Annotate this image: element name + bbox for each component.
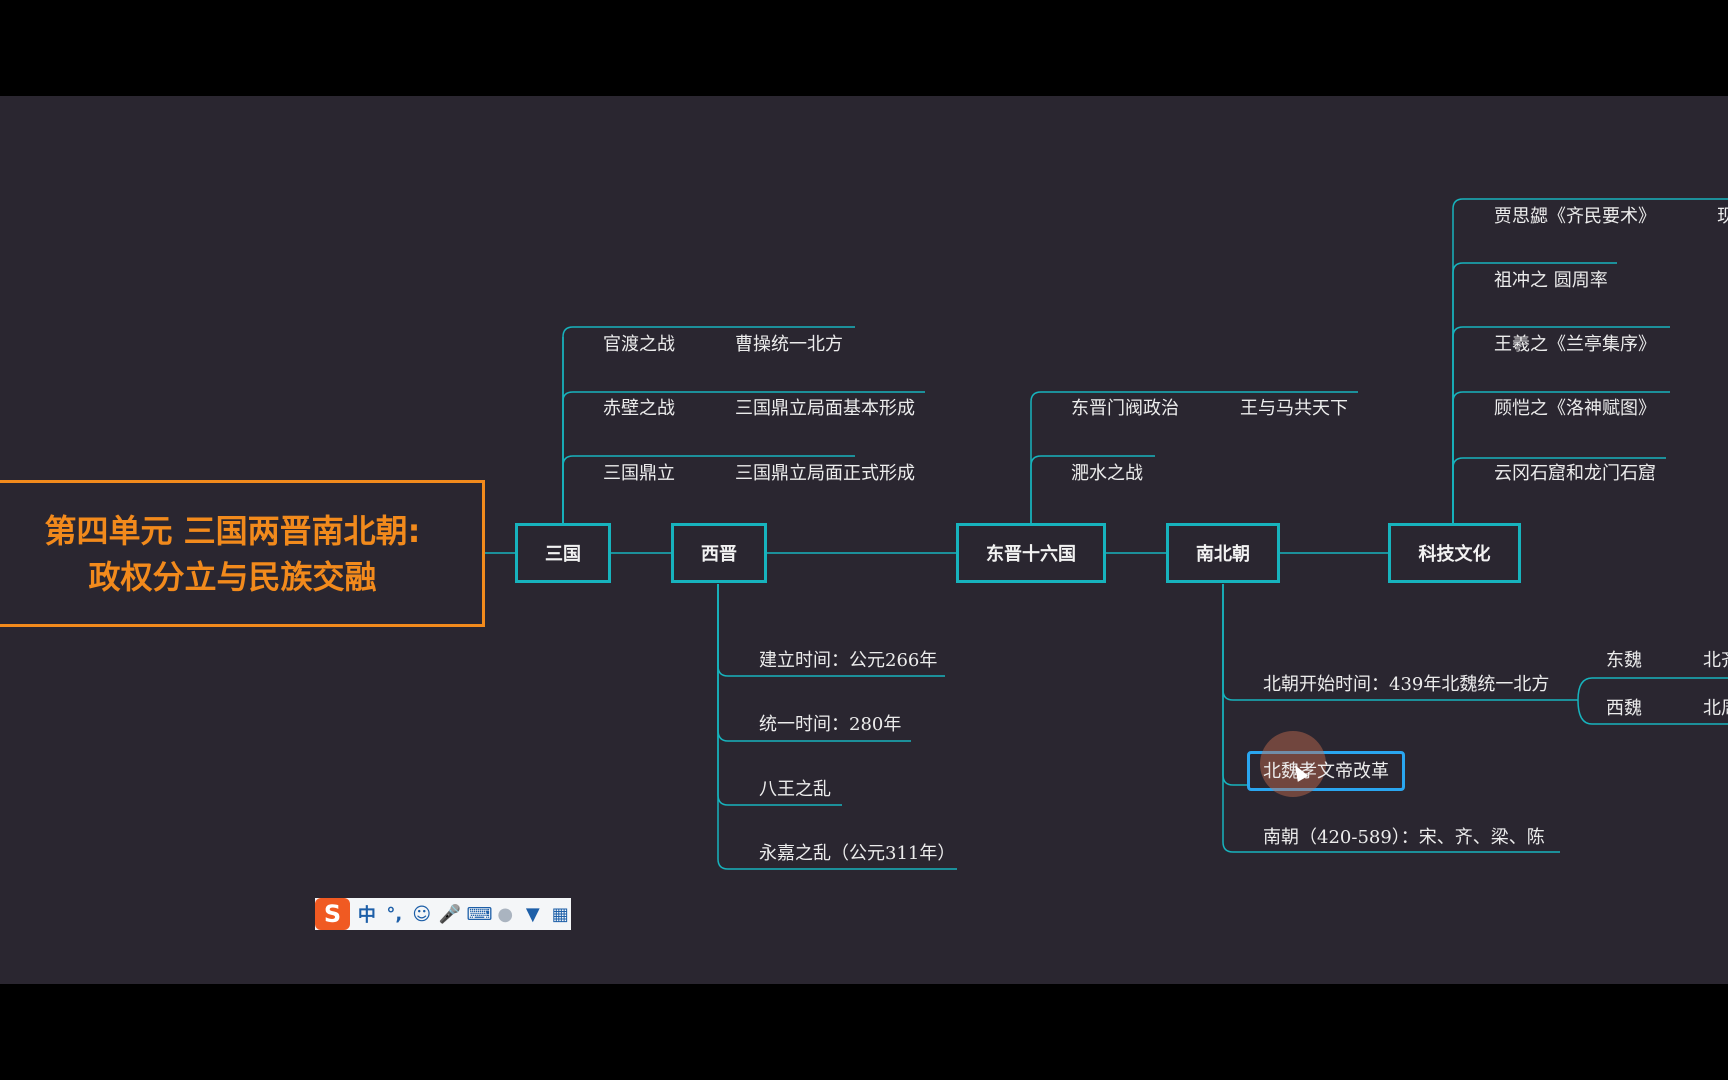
skin-shirt-icon[interactable]: ▼ xyxy=(525,903,540,925)
leaf-chibi-result[interactable]: 三国鼎立局面基本形成 xyxy=(735,398,915,419)
leaf-zuchongzhi[interactable]: 祖冲之 圆周率 xyxy=(1494,270,1608,291)
leaf-qiminyaoshu[interactable]: 贾思勰《齐民要术》 xyxy=(1494,206,1656,227)
microphone-icon[interactable]: 🎤 xyxy=(438,903,461,925)
node-dongjin[interactable]: 东晋十六国 xyxy=(956,523,1106,583)
leaf-keji-extra[interactable]: 现 xyxy=(1717,206,1728,227)
punctuation-toggle[interactable]: °, xyxy=(386,903,403,925)
mindmap-canvas[interactable]: 第四单元 三国两晋南北朝: 政权分立与民族交融 三国 西晋 东晋十六国 南北朝 … xyxy=(0,96,1728,984)
leaf-west-wei[interactable]: 西魏 xyxy=(1606,698,1642,719)
leaf-north-start[interactable]: 北朝开始时间：439年北魏统一北方 xyxy=(1263,674,1550,695)
leaf-dingli[interactable]: 三国鼎立 xyxy=(603,463,675,484)
leaf-gukaizhi[interactable]: 顾恺之《洛神赋图》 xyxy=(1494,398,1656,419)
leaf-xijin-founded[interactable]: 建立时间：公元266年 xyxy=(759,650,938,671)
leaf-east-wei[interactable]: 东魏 xyxy=(1606,650,1642,671)
node-nanbeichao[interactable]: 南北朝 xyxy=(1166,523,1280,583)
node-keji[interactable]: 科技文化 xyxy=(1388,523,1521,583)
leaf-wangxizhi[interactable]: 王羲之《兰亭集序》 xyxy=(1494,334,1656,355)
node-xijin[interactable]: 西晋 xyxy=(671,523,767,583)
leaf-reform[interactable]: 北魏孝文帝改革 xyxy=(1263,761,1389,782)
cursor-highlight xyxy=(1260,731,1326,797)
leaf-menfa[interactable]: 东晋门阀政治 xyxy=(1071,398,1179,419)
leaf-xijin-unified[interactable]: 统一时间：280年 xyxy=(759,714,902,735)
leaf-grottoes[interactable]: 云冈石窟和龙门石窟 xyxy=(1494,463,1656,484)
toolbox-grid-icon[interactable]: ▦ xyxy=(551,903,569,925)
ime-mode-toggle[interactable]: 中 xyxy=(357,905,376,926)
selected-topic-reform[interactable] xyxy=(1247,751,1405,791)
leaf-chibi[interactable]: 赤壁之战 xyxy=(603,398,675,419)
sogou-logo-icon[interactable]: S xyxy=(315,898,351,930)
leaf-north-zhou[interactable]: 北周 xyxy=(1703,698,1728,719)
user-icon[interactable]: ● xyxy=(497,903,514,925)
leaf-guandu-result[interactable]: 曹操统一北方 xyxy=(735,334,843,355)
leaf-menfa-result[interactable]: 王与马共天下 xyxy=(1240,398,1348,419)
leaf-north-qi[interactable]: 北齐 xyxy=(1703,650,1728,671)
ime-toolbar[interactable]: S 中 °, ☺ 🎤 ⌨ ● ▼ ▦ xyxy=(315,898,571,930)
leaf-guandu[interactable]: 官渡之战 xyxy=(603,334,675,355)
leaf-dingli-result[interactable]: 三国鼎立局面正式形成 xyxy=(735,463,915,484)
leaf-south[interactable]: 南朝（420-589）：宋、齐、梁、陈 xyxy=(1263,827,1545,848)
leaf-bawang[interactable]: 八王之乱 xyxy=(759,779,831,800)
node-sanguo[interactable]: 三国 xyxy=(515,523,611,583)
root-title-line1: 第四单元 三国两晋南北朝: xyxy=(44,511,421,550)
root-title-line2: 政权分立与民族交融 xyxy=(88,557,377,596)
emoji-icon[interactable]: ☺ xyxy=(412,903,432,925)
leaf-yongjia[interactable]: 永嘉之乱（公元311年） xyxy=(759,843,956,864)
connector-lines xyxy=(485,198,1728,870)
root-topic[interactable]: 第四单元 三国两晋南北朝: 政权分立与民族交融 xyxy=(0,480,485,627)
leaf-feishui[interactable]: 淝水之战 xyxy=(1071,463,1143,484)
keyboard-icon[interactable]: ⌨ xyxy=(466,903,493,925)
